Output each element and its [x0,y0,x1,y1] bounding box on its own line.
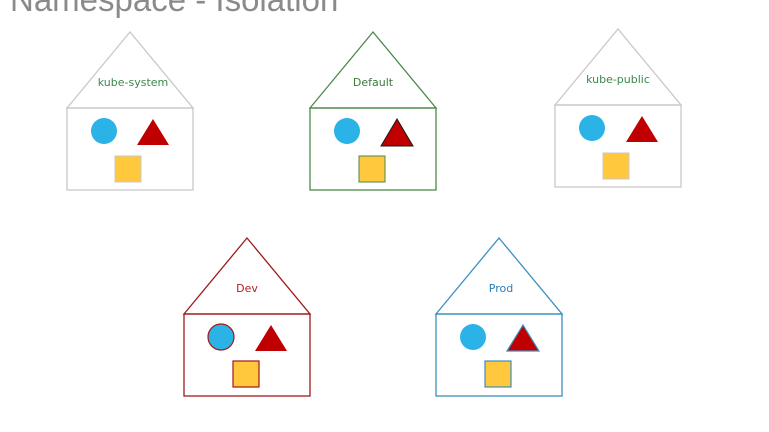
square-shape [114,155,142,183]
house-roof [553,27,683,106]
house-label: kube-system [98,76,169,89]
house-default: Default [308,30,438,191]
house-body [183,313,311,397]
circle-shape [91,118,117,144]
triangle-shape [626,116,658,142]
slide-title: Namespace - Isolation [10,0,338,16]
triangle-shape [137,119,169,145]
house-prod: Prod [434,236,564,397]
circle-shape [334,118,360,144]
square-shape [484,360,512,388]
house-body [309,107,437,191]
house-kube-public: kube-public [553,27,683,188]
triangle-shape [380,118,414,147]
triangle-shape [505,323,541,352]
house-label: kube-public [586,73,650,86]
house-roof [434,236,564,315]
square-shape [232,360,260,388]
house-label: Dev [236,282,258,295]
house-label: Default [353,76,394,89]
house-body [554,104,682,188]
circle-shape [579,115,605,141]
square-shape [358,155,386,183]
house-body [66,107,194,191]
house-roof [308,30,438,109]
house-label: Prod [489,282,513,295]
house-roof [65,30,195,109]
circle-shape [460,324,486,350]
house-kube-system: kube-system [65,30,195,191]
house-body [435,313,563,397]
house-roof [182,236,312,315]
triangle-shape [255,325,287,351]
square-shape [602,152,630,180]
circle-shape [207,323,235,351]
house-dev: Dev [182,236,312,397]
